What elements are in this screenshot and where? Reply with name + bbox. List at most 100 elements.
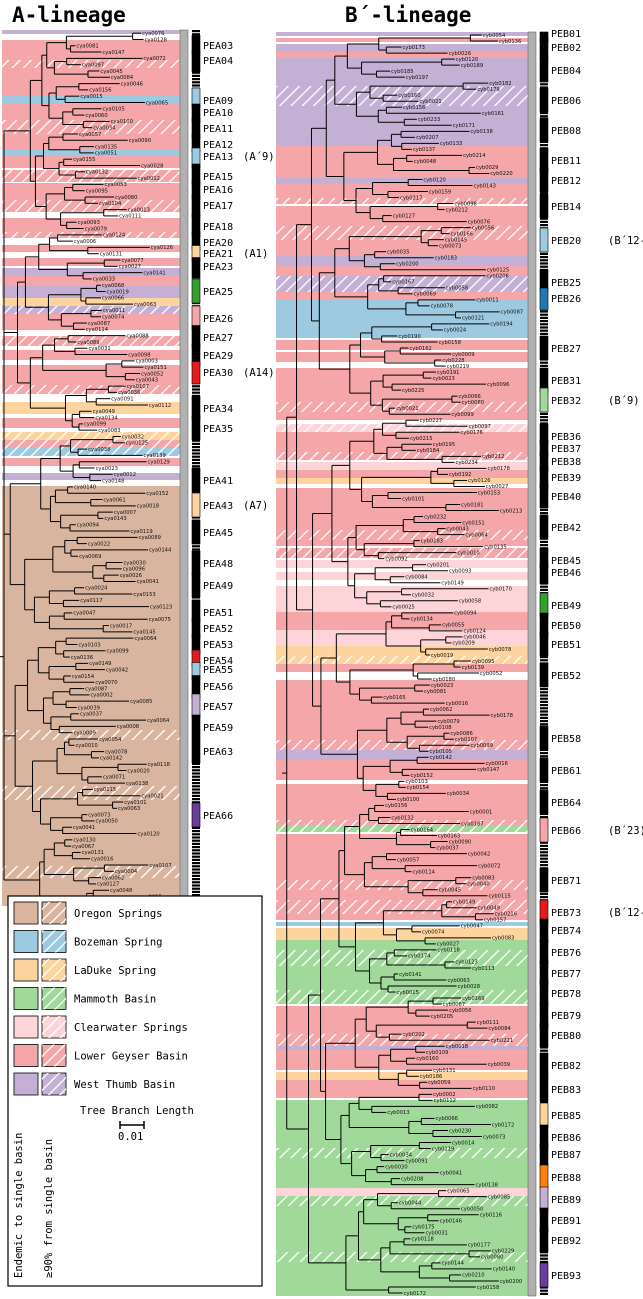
leaf-label: cyb0074 — [422, 930, 445, 936]
clade-tick — [540, 1286, 548, 1289]
leaf-label: cyb0025 — [392, 605, 414, 611]
a-clade-bars — [179, 29, 201, 907]
leaf-label: cya0012 — [114, 472, 136, 478]
leaf-label: cyb0176 — [460, 430, 482, 436]
leaf-label: cyb0149 — [441, 581, 463, 587]
clade-tick — [192, 852, 200, 855]
leaf-label: cyb0209 — [452, 641, 474, 647]
clade-bar-peb78 — [539, 980, 549, 1006]
clade-label-peb38: PEB38 — [551, 457, 581, 468]
clade-label-pea03: PEA03 — [203, 41, 233, 52]
band-west_thumb — [276, 256, 528, 266]
clade-label-pea16: PEA16 — [203, 185, 233, 196]
leaf-label: cyb0065 — [447, 1188, 469, 1194]
clade-label-peb20: PEB20 — [551, 236, 581, 247]
clade-label-pea26: PEA26 — [203, 314, 233, 325]
leaf-label: cya0085 — [130, 699, 152, 705]
band-lower_geyser — [2, 314, 180, 330]
clade-label-peb77: PEB77 — [551, 969, 581, 980]
leaf-label: cya0104 — [99, 201, 122, 207]
band-clearwater — [276, 630, 528, 646]
leaf-label: cyb0107 — [455, 737, 477, 743]
clade-bar-peb08 — [539, 117, 549, 143]
leaf-label: cya0089 — [139, 535, 161, 541]
clade-tick — [540, 1049, 548, 1052]
leaf-label: cyb0002 — [433, 1092, 455, 1098]
clade-tick — [192, 71, 200, 74]
clade-tick — [192, 833, 200, 836]
leaf-label: cyb0010 — [457, 550, 479, 556]
clade-tick — [192, 391, 200, 394]
clade-tick — [540, 115, 548, 118]
band-lower_geyser — [276, 352, 528, 362]
clade-label-peb51: PEB51 — [551, 640, 581, 651]
b-lineage-tree — [282, 34, 500, 1294]
band-hatch-mammoth — [276, 1196, 528, 1206]
clade-tick — [192, 455, 200, 458]
band-hatch-lower_geyser — [2, 60, 180, 68]
leaf-label: cya0031 — [88, 346, 110, 352]
leaf-label: cya0074 — [102, 315, 125, 321]
clade-label-pea53: PEA53 — [203, 640, 233, 651]
leaf-label: cyb0116 — [480, 1213, 502, 1219]
clade-tick — [192, 842, 200, 845]
leaf-label: cya0091 — [111, 396, 133, 402]
band-lower_geyser — [2, 258, 180, 266]
leaf-label: cya0015 — [80, 94, 102, 100]
clade-bar-peb02 — [539, 37, 549, 60]
band-clearwater — [276, 1188, 528, 1196]
clade-bar-peb93 — [539, 1262, 549, 1288]
clade-tick — [192, 871, 200, 874]
leaf-label: cyb0232 — [424, 514, 446, 520]
clade-label-peb91: PEB91 — [551, 1216, 581, 1227]
clade-label-peb50: PEB50 — [551, 621, 581, 632]
clade-tick — [540, 720, 548, 723]
clade-bar-peb14 — [539, 193, 549, 219]
b-clade-bars — [527, 31, 549, 1297]
leaf-label: cyb0062 — [430, 707, 452, 713]
leaf-label: cya0070 — [95, 680, 117, 686]
leaf-label: cyb0069 — [414, 292, 436, 298]
leaf-label: cyb0058 — [459, 599, 481, 605]
leaf-label: cya0062 — [102, 875, 124, 881]
clade-label-peb88: PEB88 — [551, 1173, 581, 1184]
clade-bar-peb80 — [539, 1022, 549, 1048]
clade-tick — [192, 878, 200, 881]
leaf-label: cyb0086 — [450, 731, 472, 737]
leaf-label: cya0087 — [88, 321, 110, 327]
band-west_thumb — [2, 286, 180, 298]
leaf-label: cyb0120 — [456, 57, 478, 63]
clade-bar-peb52 — [539, 662, 549, 688]
leaf-label: cyb0157 — [484, 918, 506, 924]
leaf-label: cyb0093 — [449, 569, 471, 575]
leaf-label: cya0024 — [85, 586, 108, 592]
clade-tick — [540, 224, 548, 227]
leaf-label: cya0099 — [106, 649, 128, 655]
band-hatch-lower_geyser — [2, 120, 180, 134]
leaf-label: cyb0092 — [385, 556, 407, 562]
clade-tick — [540, 1260, 548, 1263]
clade-tick — [192, 801, 200, 804]
band-lower_geyser — [276, 680, 528, 740]
leaf-label: cya0117 — [80, 598, 102, 604]
leaf-label: cya0018 — [137, 504, 159, 510]
leaf-label: cyb0076 — [468, 219, 490, 225]
leaf-label: cyb0072 — [478, 863, 500, 869]
clade-tick — [540, 588, 548, 591]
leaf-label: cyb0048 — [414, 159, 436, 165]
band-west_thumb — [276, 44, 528, 52]
leaf-label: cyb0191 — [437, 370, 459, 376]
leaf-label: cyb0169 — [462, 996, 484, 1002]
leaf-label: cya0111 — [119, 214, 141, 220]
leaf-label: cya0042 — [106, 667, 128, 673]
clade-bar-peb04 — [539, 57, 549, 83]
a-lineage-tree — [0, 32, 150, 904]
clade-bar-pea35 — [191, 415, 201, 441]
clade-label-peb83: PEB83 — [551, 1085, 581, 1096]
leaf-label: cya0128 — [145, 37, 167, 43]
band-hatch-lower_geyser — [276, 198, 528, 204]
scale-title: Tree Branch Length — [80, 1105, 194, 1117]
clade-bar-peb76 — [539, 939, 549, 965]
band-lower_geyser — [276, 1050, 528, 1070]
